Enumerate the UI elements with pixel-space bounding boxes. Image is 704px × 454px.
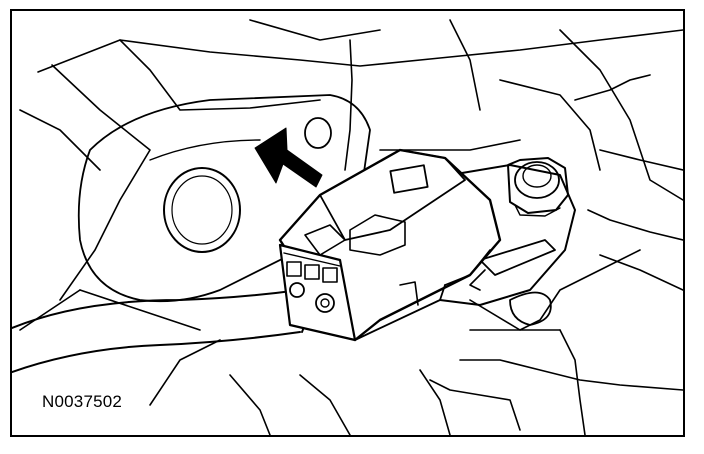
figure-code: N0037502 xyxy=(40,392,125,412)
wire-harness xyxy=(12,289,307,373)
background-casting xyxy=(19,19,683,435)
electrical-connector xyxy=(278,148,502,342)
callout-arrow-icon xyxy=(254,127,323,188)
sensor-housing xyxy=(439,164,641,331)
hex-nut xyxy=(507,157,569,217)
